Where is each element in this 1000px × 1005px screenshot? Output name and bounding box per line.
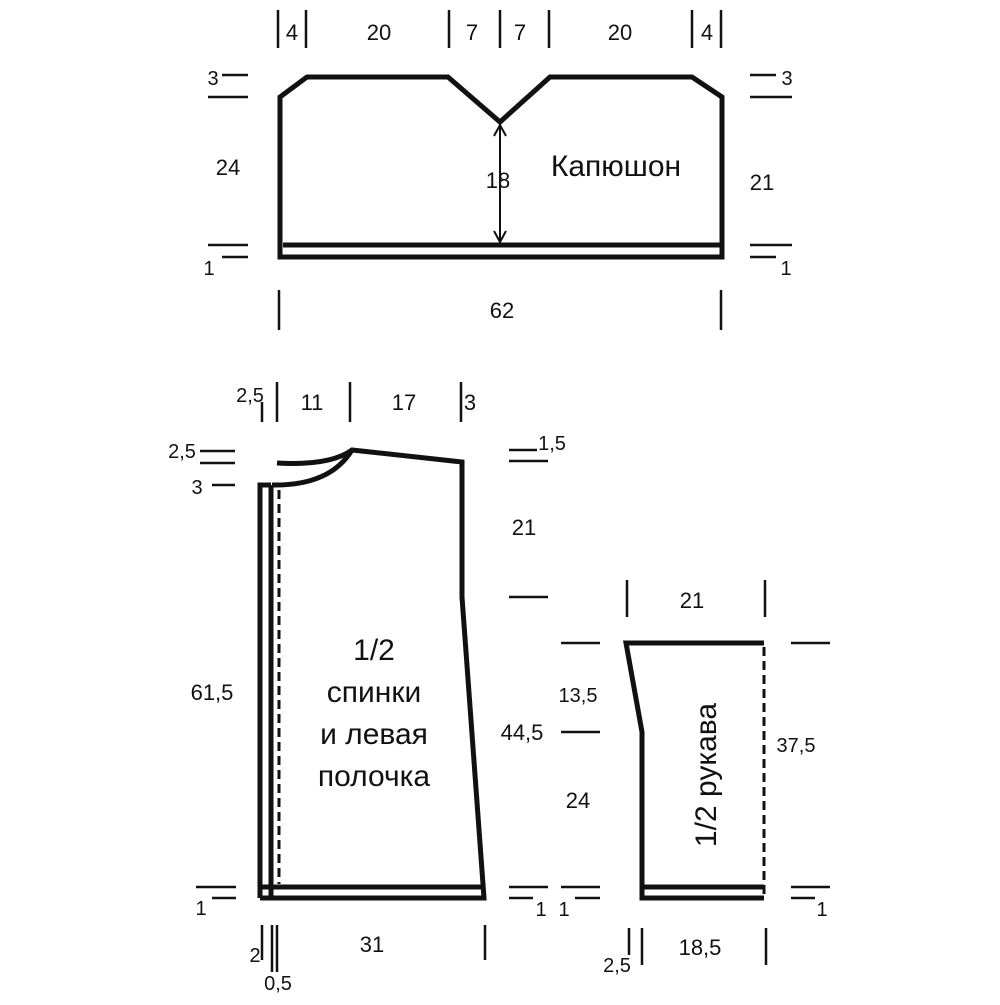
sleeve-title: 1/2 рукава xyxy=(690,703,723,847)
hood-right-slope: 3 xyxy=(781,68,792,90)
back-front-top-ticks xyxy=(260,382,463,422)
sleeve-piece: 1/2 рукава 21 13,5 24 1 37,5 1 2,5 xyxy=(558,580,830,977)
hood-title: Капюшон xyxy=(551,150,681,183)
sleeve-bottom-band: 2,5 xyxy=(603,955,631,977)
back-front-shoulder-slope: 1,5 xyxy=(538,433,566,455)
hood-left-band: 1 xyxy=(203,258,214,280)
hood-width-2: 20 xyxy=(367,20,391,45)
back-front-title-3: и левая xyxy=(320,718,428,751)
back-front-outline xyxy=(260,447,487,901)
hood-center-depth: 18 xyxy=(486,168,510,193)
back-front-width-3: 17 xyxy=(392,390,416,415)
back-front-total-height: 61,5 xyxy=(191,680,234,705)
sleeve-right-marks xyxy=(791,641,830,900)
hood-width-5: 20 xyxy=(608,20,632,45)
front-band-outline xyxy=(257,482,271,898)
back-front-side-height: 44,5 xyxy=(501,720,544,745)
back-front-bottom-width: 31 xyxy=(360,932,384,957)
hood-right-height: 21 xyxy=(750,170,774,195)
back-front-piece: 1/2 спинки и левая полочка 2,5 11 17 3 2… xyxy=(168,382,566,995)
sleeve-total-height: 37,5 xyxy=(777,735,816,757)
sleeve-bottom-width: 18,5 xyxy=(679,935,722,960)
hood-left-marks xyxy=(208,73,248,259)
hood-right-marks xyxy=(750,73,792,259)
back-front-width-4: 3 xyxy=(464,390,476,415)
hood-outline xyxy=(277,74,725,260)
sleeve-left-marks xyxy=(561,641,600,900)
back-front-bottom-fold: 0,5 xyxy=(264,973,292,995)
back-front-right-marks xyxy=(509,448,548,900)
back-front-right-band: 1 xyxy=(535,899,546,921)
hood-piece: Капюшон 4 20 7 7 20 4 3 24 1 xyxy=(203,10,793,330)
hood-top-ticks xyxy=(276,10,723,48)
hood-width-4: 7 xyxy=(514,20,526,45)
back-front-left-band: 1 xyxy=(195,898,206,920)
sleeve-right-band: 1 xyxy=(816,899,827,921)
sleeve-bottom-ticks xyxy=(627,928,768,965)
back-front-neck-drop: 3 xyxy=(191,477,202,499)
back-front-bottom-band: 2 xyxy=(249,945,260,967)
back-front-title-4: полочка xyxy=(318,760,431,793)
hood-width-1: 4 xyxy=(286,20,298,45)
hood-width-3: 7 xyxy=(466,20,478,45)
sleeve-left-band: 1 xyxy=(558,899,569,921)
hood-arrow-head-up xyxy=(493,122,507,137)
neck-curve xyxy=(271,448,355,488)
back-front-title-2: спинки xyxy=(327,676,421,709)
back-front-left-marks xyxy=(196,449,236,900)
back-front-width-1: 2,5 xyxy=(236,385,264,407)
hood-left-height: 24 xyxy=(216,155,240,180)
sleeve-lower-height: 24 xyxy=(566,788,590,813)
back-front-bottom-ticks xyxy=(260,925,487,972)
hood-arrow-head-down xyxy=(493,230,507,245)
back-front-width-2: 11 xyxy=(301,390,324,415)
sleeve-upper-height: 13,5 xyxy=(559,685,598,707)
hood-width-6: 4 xyxy=(701,20,713,45)
hood-right-band: 1 xyxy=(780,258,791,280)
sleeve-outline xyxy=(623,640,764,901)
back-front-neck-rise: 2,5 xyxy=(168,441,196,463)
back-front-armhole-height: 21 xyxy=(512,515,536,540)
hood-left-slope: 3 xyxy=(207,68,218,90)
back-front-title-1: 1/2 xyxy=(353,634,395,667)
sleeve-top-width: 21 xyxy=(680,588,704,613)
hood-bottom-width: 62 xyxy=(490,298,514,323)
